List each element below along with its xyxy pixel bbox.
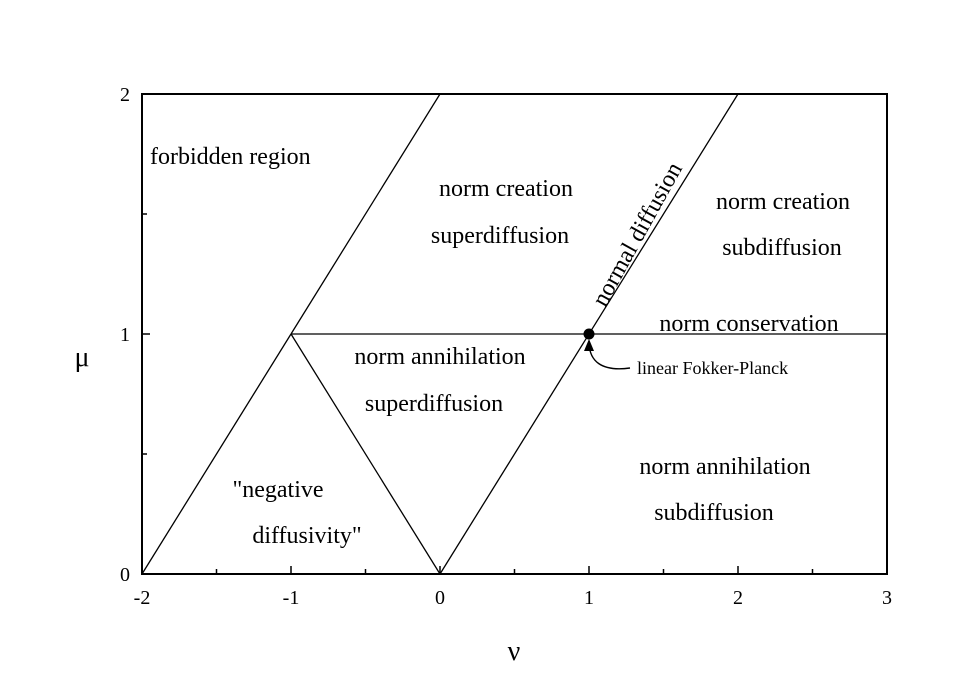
y-tick-label: 0: [120, 564, 130, 586]
negative-label-line1: "negative: [232, 477, 323, 503]
boundary-line: [141, 333, 292, 575]
y-axis-title: μ: [74, 342, 89, 373]
annotation-arrow: [588, 343, 631, 370]
region-labels: forbidden region norm creation superdiff…: [150, 144, 850, 549]
annih-sub-label-line2: subdiffusion: [654, 500, 774, 526]
boundary-line: [290, 93, 441, 335]
x-tick-label: 1: [584, 587, 594, 609]
annih-super-label-line2: superdiffusion: [365, 391, 503, 417]
boundary-line: [290, 333, 441, 575]
normal-diffusion-label: normal diffusion: [588, 158, 688, 311]
annih-super-label-line1: norm annihilation: [354, 344, 525, 370]
y-tick-label: 2: [120, 84, 130, 106]
x-tick-label: 0: [435, 587, 445, 609]
conservation-label: norm conservation: [659, 311, 838, 337]
negative-label-line2: diffusivity": [252, 523, 361, 549]
axis-ticks: [141, 93, 888, 575]
x-tick-label: -1: [283, 587, 300, 609]
x-tick-label: 3: [882, 587, 892, 609]
y-tick-label: 1: [120, 324, 130, 346]
annih-sub-label-line1: norm annihilation: [639, 454, 810, 480]
creation-super-label-line1: norm creation: [439, 176, 573, 202]
fokker-planck-label: linear Fokker-Planck: [637, 358, 788, 378]
fokker-planck-point: [583, 328, 595, 340]
annotation-arrowhead: [584, 339, 594, 351]
x-tick-label: 2: [733, 587, 743, 609]
creation-sub-label-line2: subdiffusion: [722, 235, 842, 261]
x-tick-labels: -2 -1 0 1 2 3: [134, 587, 892, 609]
creation-sub-label-line1: norm creation: [716, 189, 850, 215]
forbidden-region-label: forbidden region: [150, 144, 311, 170]
x-axis-title: ν: [508, 636, 521, 667]
creation-super-label-line2: superdiffusion: [431, 223, 569, 249]
y-tick-labels: 0 1 2: [120, 84, 130, 586]
x-tick-label: -2: [134, 587, 151, 609]
